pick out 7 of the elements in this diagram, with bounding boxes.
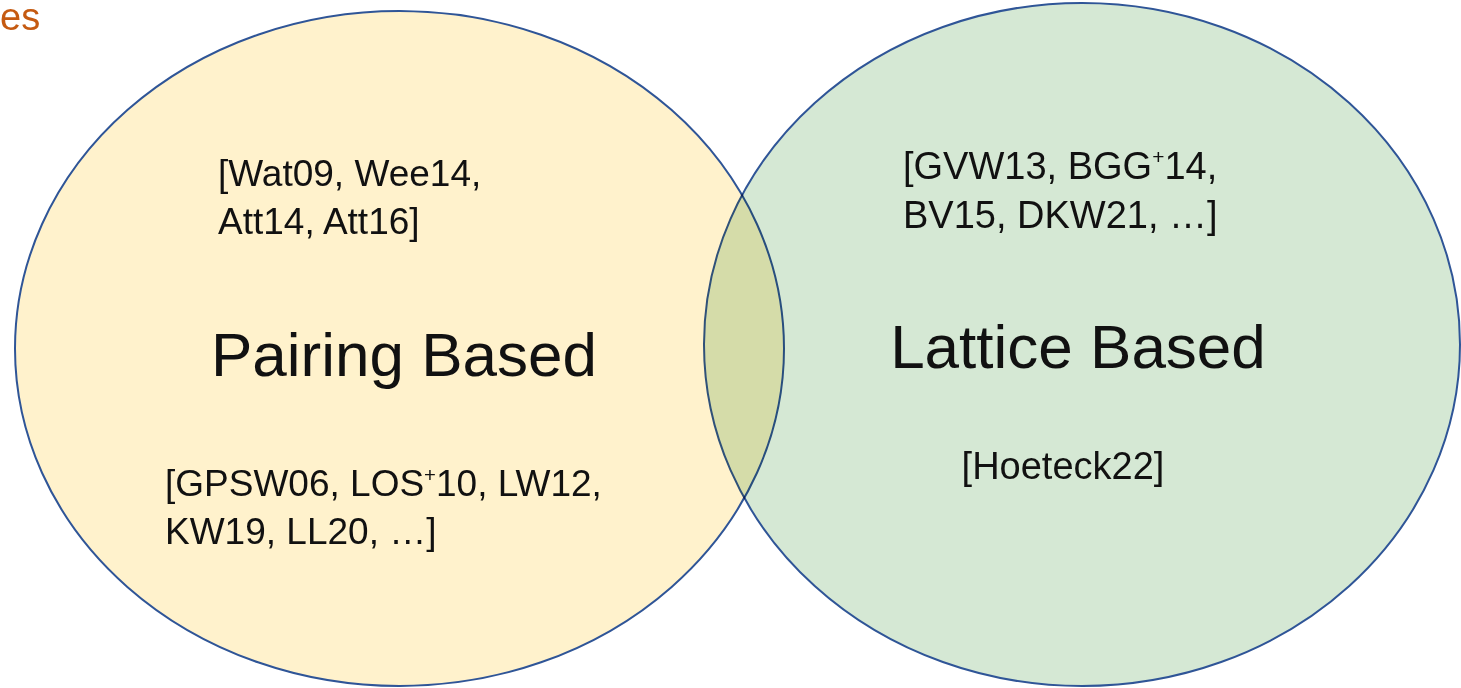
category-label: Pairing Based [210, 319, 598, 391]
citation-list: [GVW13, BGG$^{+}$14, BV15, DKW21, …] [903, 142, 1283, 241]
citation-list: [Hoeteck22] [903, 442, 1223, 492]
heading-fragment: es [0, 0, 41, 39]
citation-list: [Wat09, Wee14, Att14, Att16] [218, 150, 538, 247]
citation-list: [GPSW06, LOS$^{+}$10, LW12, KW19, LL20, …] [165, 460, 605, 557]
category-label: Lattice Based [889, 311, 1267, 383]
